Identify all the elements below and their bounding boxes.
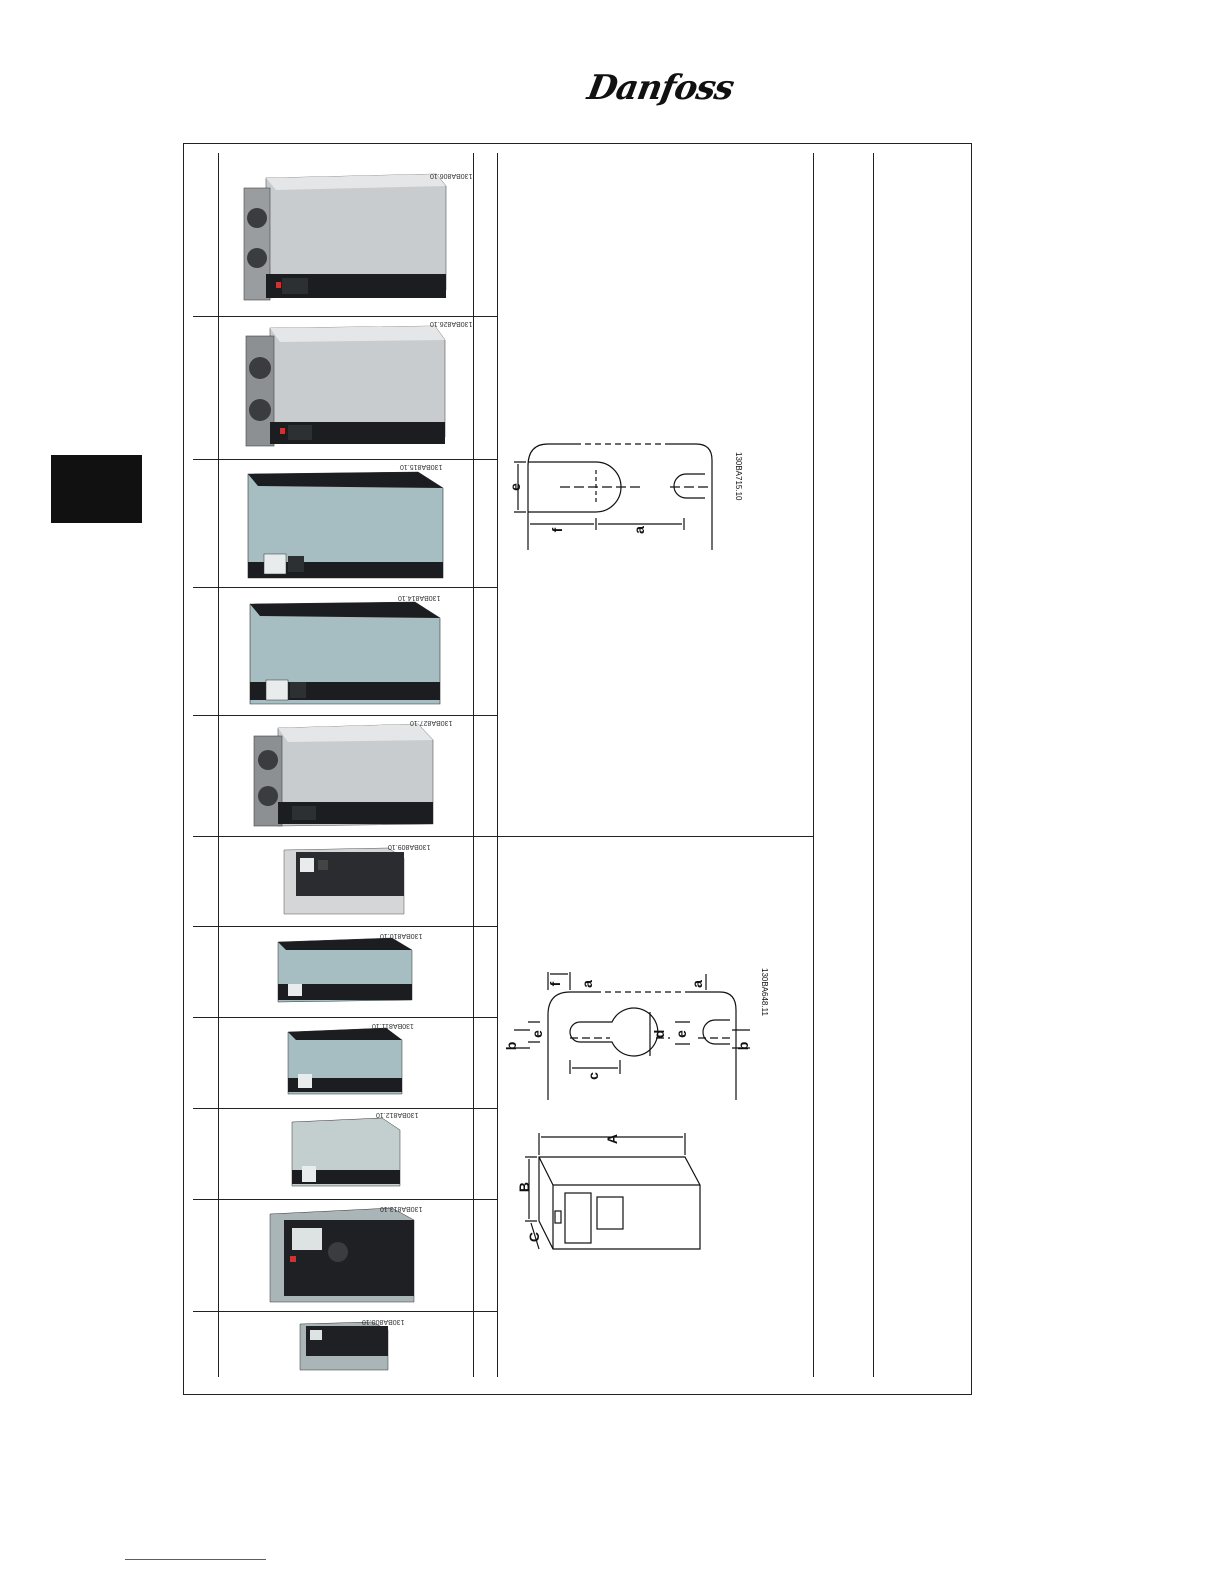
table-vline bbox=[497, 153, 498, 1377]
photo-ref: 130BA812.10 bbox=[376, 1111, 418, 1118]
drawing-ref: 130BA715.10 bbox=[734, 452, 743, 501]
table-vline bbox=[218, 153, 219, 1377]
dim-label-d: d bbox=[651, 1030, 667, 1039]
table-hline bbox=[193, 715, 497, 716]
dim-label-a: a bbox=[579, 980, 595, 988]
photo-ref: 130BA810.10 bbox=[380, 932, 422, 939]
table-hline bbox=[193, 316, 497, 317]
dim-label-f: f bbox=[547, 981, 563, 986]
photo-ref: 130BA814.10 bbox=[398, 594, 440, 601]
drive-photo bbox=[240, 322, 460, 452]
dim-label-b: b bbox=[735, 1042, 751, 1051]
dim-label-a: a bbox=[689, 980, 705, 988]
dim-label-A: A bbox=[604, 1134, 620, 1144]
drive-photo bbox=[240, 600, 450, 708]
chapter-tab bbox=[51, 455, 142, 523]
drive-photo bbox=[282, 1026, 407, 1098]
drawing-ref: 130BA648.11 bbox=[760, 968, 769, 1016]
slot-detail-drawing: e f a 130BA715.10 bbox=[500, 430, 770, 560]
dim-label-e: e bbox=[673, 1030, 689, 1038]
danfoss-logo: Danfoss bbox=[588, 66, 700, 112]
table-hline bbox=[193, 459, 497, 460]
photo-ref: 130BA826.10 bbox=[430, 320, 472, 327]
table-hline bbox=[193, 1311, 497, 1312]
enclosure-dimensions-drawing: A B C bbox=[505, 1125, 715, 1265]
drive-photo bbox=[286, 1116, 404, 1190]
dim-label-b: b bbox=[503, 1042, 519, 1051]
dim-label-a: a bbox=[631, 526, 647, 534]
table-hline bbox=[193, 1017, 497, 1018]
dim-label-c: c bbox=[585, 1072, 601, 1080]
drive-photo bbox=[272, 936, 417, 1006]
table-vline bbox=[873, 153, 874, 1377]
table-hline bbox=[193, 1199, 497, 1200]
drive-photo bbox=[278, 846, 408, 918]
photo-ref: 130BA808.10 bbox=[362, 1318, 404, 1325]
table-hline bbox=[193, 926, 497, 927]
table-vline bbox=[473, 153, 474, 1377]
drive-photo bbox=[236, 170, 456, 305]
table-hline bbox=[193, 587, 497, 588]
photo-ref: 130BA809.10 bbox=[388, 843, 430, 850]
footer-link-underline[interactable] bbox=[125, 1559, 266, 1560]
photo-ref: 130BA806.10 bbox=[430, 172, 472, 179]
drive-photo bbox=[262, 1206, 422, 1306]
photo-ref: 130BA811.10 bbox=[372, 1022, 414, 1029]
photo-ref: 130BA827.10 bbox=[410, 719, 452, 726]
dim-label-f: f bbox=[549, 527, 565, 532]
drive-photo bbox=[296, 1320, 392, 1372]
dim-label-B: B bbox=[516, 1182, 532, 1192]
table-vline bbox=[813, 153, 814, 1377]
drive-photo bbox=[238, 470, 453, 582]
drive-photo bbox=[248, 722, 448, 830]
dim-label-e: e bbox=[507, 483, 523, 491]
table-hline bbox=[193, 836, 813, 837]
dim-label-e: e bbox=[529, 1030, 545, 1038]
photo-ref: 130BA813.10 bbox=[380, 1205, 422, 1212]
logo-wordmark: Danfoss bbox=[584, 68, 736, 108]
dim-label-C: C bbox=[526, 1232, 542, 1242]
keyhole-detail-drawing: f a a b e c d e b 130BA648.11 bbox=[500, 960, 780, 1110]
photo-ref: 130BA815.10 bbox=[400, 463, 442, 470]
table-hline bbox=[193, 1108, 497, 1109]
